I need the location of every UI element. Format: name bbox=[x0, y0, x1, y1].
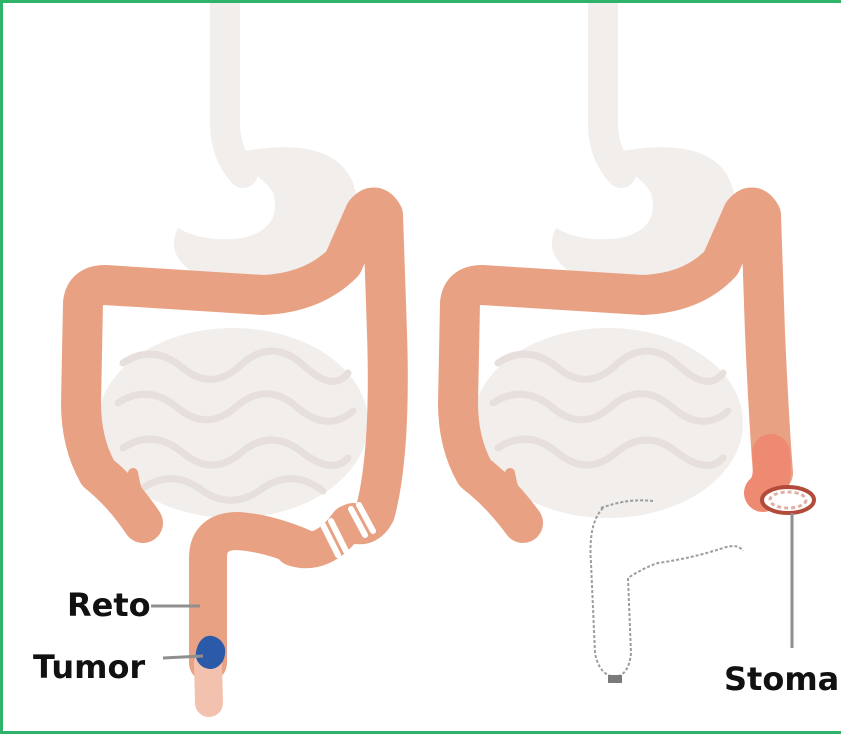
stoma-label: Stoma bbox=[724, 663, 839, 695]
tumor-label: Tumor bbox=[33, 651, 145, 683]
right-figure bbox=[458, 3, 814, 683]
colon-surgery-diagram bbox=[3, 3, 841, 734]
rectum-label: Reto bbox=[67, 589, 151, 621]
removed-colon-outline bbox=[591, 500, 744, 677]
stoma-icon bbox=[762, 487, 814, 513]
right-esophagus bbox=[603, 3, 621, 173]
rectal-stump bbox=[608, 675, 622, 683]
tumor-pointer-line bbox=[163, 656, 203, 658]
left-esophagus bbox=[225, 3, 243, 173]
